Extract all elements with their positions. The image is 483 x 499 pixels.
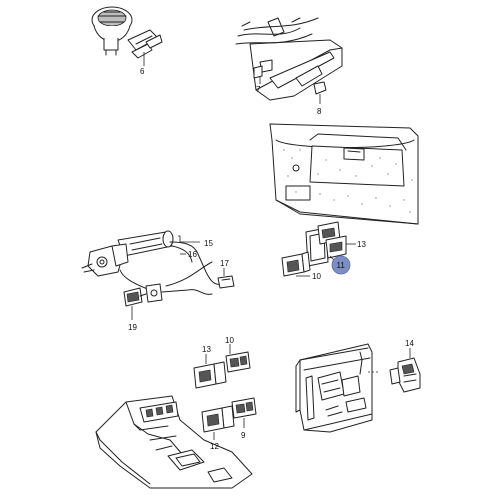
label-8: 8: [317, 107, 322, 116]
label-10-door: 10: [312, 272, 321, 281]
label-9: 9: [241, 431, 246, 440]
label-13-console: 13: [202, 345, 211, 354]
console-switch-12: [201, 405, 235, 433]
window-switch-frame: [305, 221, 347, 267]
door-interior-panel: [295, 343, 373, 433]
label-14: 14: [405, 339, 414, 348]
console-switch-13: [193, 361, 227, 389]
label-12: 12: [210, 442, 219, 451]
center-console: [95, 395, 253, 489]
label-17: 17: [220, 259, 229, 268]
label-11: 11: [337, 261, 346, 270]
console-switch-9: [231, 397, 257, 419]
mirror-switch-19: [123, 283, 163, 307]
highlight-11[interactable]: [331, 255, 351, 275]
label-7: 7: [256, 85, 261, 94]
label-13-door: 13: [357, 240, 366, 249]
console-switch-10: [225, 351, 251, 373]
heater-control-panel: [235, 17, 343, 101]
door-trim-panel: [269, 123, 419, 225]
door-switch-14: [389, 357, 421, 393]
mirror-adjust-motor: [81, 230, 174, 277]
blower-motor-assembly: [91, 6, 163, 66]
label-10-console: 10: [225, 336, 234, 345]
label-16: 16: [188, 250, 197, 259]
label-6: 6: [140, 67, 145, 76]
window-switch-10: [281, 251, 311, 277]
label-19: 19: [128, 323, 137, 332]
label-15: 15: [204, 239, 213, 248]
door-panel-speckle: [283, 149, 413, 213]
